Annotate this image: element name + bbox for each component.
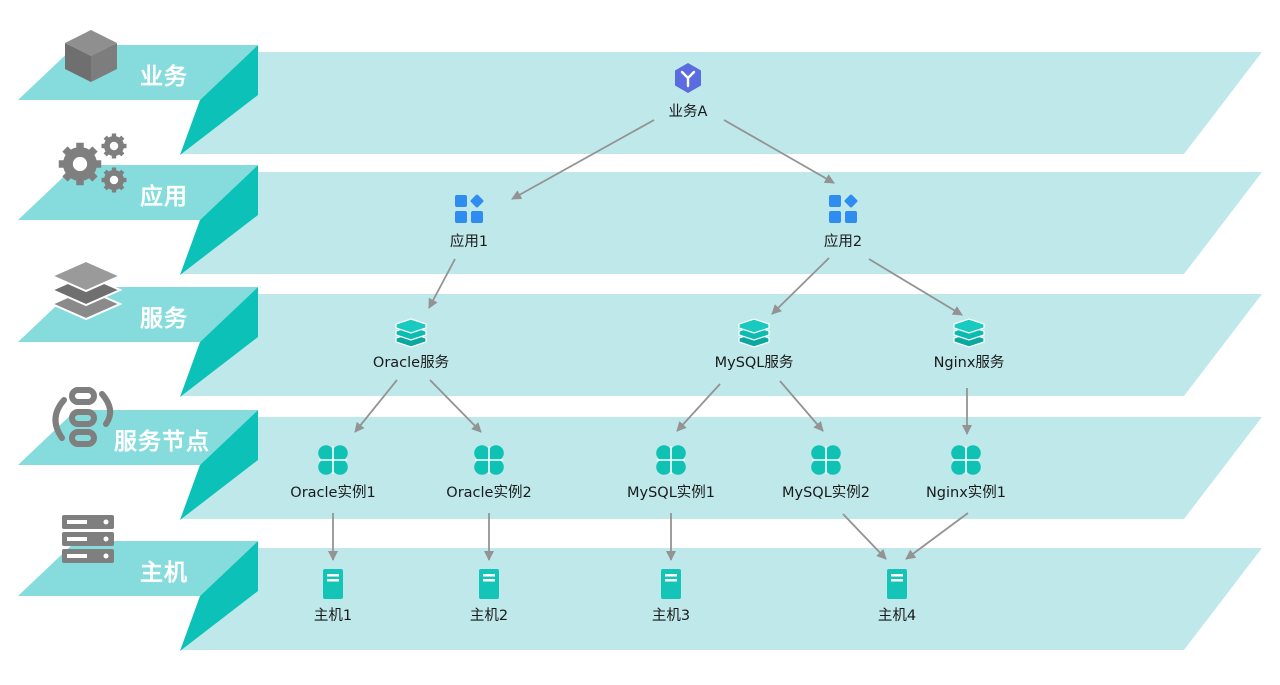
clover-icon [811,445,841,475]
clover-icon [656,445,686,475]
database-stack-icon [953,318,985,348]
node-label-biz-a: 业务A [668,104,708,120]
node-label-inst-o2: Oracle实例2 [446,485,532,501]
clover-icon [951,445,981,475]
node-label-inst-o1: Oracle实例1 [290,485,376,501]
app-grid-icon [829,194,858,223]
clover-icon [318,445,348,475]
clover-icon [474,445,504,475]
node-label-svc-mysql: MySQL服务 [714,355,794,371]
server-icon [661,569,681,599]
server-rack-icon [62,515,114,563]
business-hex-icon [675,63,701,93]
node-label-svc-nginx: Nginx服务 [933,355,1005,371]
edge-app2-to-svc-nginx [868,258,963,316]
edge-svc-mysql-to-inst-m2 [779,380,824,432]
platform-5 [180,548,1262,650]
app-grid-icon [455,194,484,223]
node-label-host2: 主机2 [469,608,509,624]
server-icon [479,569,499,599]
database-stack-icon [395,318,427,348]
node-label-inst-m2: MySQL实例2 [781,485,871,501]
edge-app2-to-svc-mysql [771,257,830,315]
node-label-inst-m1: MySQL实例1 [626,485,716,501]
edge-biz-a-to-app1 [511,119,655,200]
edge-inst-m2-to-host4 [842,513,887,560]
node-label-app1: 应用1 [449,234,489,250]
layers-icon [49,259,123,321]
edge-biz-a-to-app2 [723,119,835,184]
gears-icon [58,133,127,193]
server-icon [323,569,343,599]
tier-label-1: 业务 [140,64,188,90]
edge-app1-to-svc-oracle [428,258,456,309]
cube-icon [65,30,117,82]
node-label-svc-oracle: Oracle服务 [372,355,450,371]
tier-label-2: 应用 [140,184,188,210]
platform-3 [180,294,1262,396]
platform-4 [180,417,1262,519]
database-stack-icon [738,318,770,348]
tier-label-5: 主机 [140,560,188,586]
tier-label-3: 服务 [140,306,188,332]
edge-svc-oracle-to-inst-o1 [354,379,398,433]
edge-inst-n1-to-host4 [905,512,969,560]
edge-svc-oracle-to-inst-o2 [429,379,482,433]
node-label-app2: 应用2 [823,234,863,250]
platform-2 [180,172,1262,274]
node-label-host4: 主机4 [877,608,917,624]
chain-icon [52,387,114,447]
node-label-host3: 主机3 [651,608,691,624]
node-label-host1: 主机1 [313,608,353,624]
tier-label-4: 服务节点 [114,429,210,455]
edge-svc-mysql-to-inst-m1 [676,383,721,432]
server-icon [887,569,907,599]
platform-1 [180,52,1262,154]
node-label-inst-n1: Nginx实例1 [925,485,1007,501]
